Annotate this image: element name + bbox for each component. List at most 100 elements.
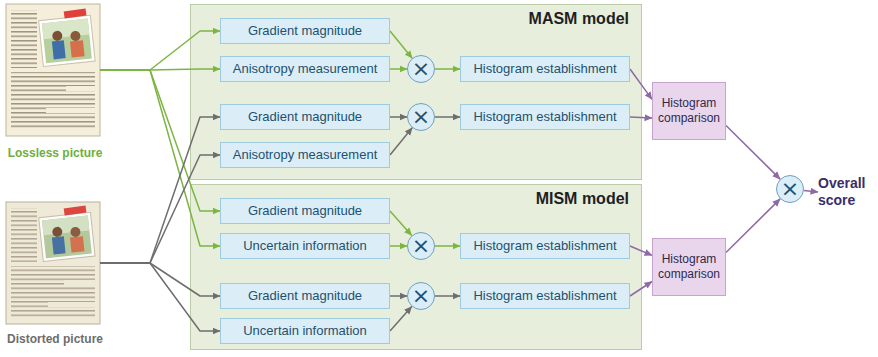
- picture-node: Lossless picture: [2, 4, 108, 162]
- node-text: Histogram establishment: [473, 62, 616, 77]
- photo: [39, 212, 95, 261]
- node-text: Gradient magnitude: [248, 204, 362, 219]
- process-box: Gradient magnitude: [220, 283, 390, 309]
- model-panel: MISM modelGradient magnitudeUncertain in…: [190, 184, 642, 350]
- node-text: ×: [781, 178, 799, 200]
- photo-frame: [39, 212, 95, 261]
- photo-head: [70, 226, 81, 237]
- connector: [630, 117, 652, 118]
- process-box: Histogram establishment: [460, 283, 630, 309]
- page-sheet: [6, 202, 100, 324]
- photo-body: [52, 236, 66, 254]
- comparison-box: Histogram comparison: [652, 82, 726, 140]
- multiply-circle: ×: [407, 232, 435, 260]
- connector: [390, 128, 412, 155]
- connector: [390, 68, 407, 70]
- connector: [726, 126, 780, 180]
- comparison-box: Histogram comparison: [652, 238, 726, 296]
- paragraph-gap: [46, 108, 95, 113]
- photo-head: [52, 226, 63, 237]
- process-box: Gradient magnitude: [220, 104, 390, 130]
- process-box: Histogram establishment: [460, 56, 630, 82]
- node-text: ×: [412, 106, 430, 128]
- process-box: Uncertain information: [220, 318, 390, 344]
- node-text: Histogram comparison: [656, 96, 722, 126]
- red-tag: [64, 8, 87, 18]
- process-box: Gradient magnitude: [220, 198, 390, 224]
- connector: [630, 282, 652, 297]
- connector: [100, 263, 220, 296]
- node-text: ×: [412, 235, 430, 257]
- process-box: Gradient magnitude: [220, 18, 390, 44]
- output-label: Overall score: [818, 171, 878, 213]
- connector: [804, 191, 818, 193]
- photo-ground: [42, 19, 92, 64]
- photo-ground: [42, 216, 92, 259]
- node-text: ×: [412, 58, 430, 80]
- paragraph-gap: [64, 280, 95, 285]
- paragraph-gap: [66, 86, 95, 91]
- photo-frame: [39, 15, 96, 66]
- node-text: Histogram establishment: [473, 289, 616, 304]
- node-text: Histogram establishment: [473, 239, 616, 254]
- connector: [630, 69, 652, 99]
- picture-node: Distorted picture: [2, 202, 108, 348]
- connector: [435, 68, 460, 70]
- node-text: Histogram comparison: [656, 252, 722, 282]
- node-text: Uncertain information: [243, 239, 367, 254]
- process-box: Uncertain information: [220, 233, 390, 259]
- multiply-circle: ×: [407, 282, 435, 310]
- photo-head: [52, 30, 63, 41]
- page-sheet: [6, 4, 100, 136]
- node-text: ×: [412, 285, 430, 307]
- multiply-circle: ×: [407, 55, 435, 83]
- photo-head: [70, 30, 81, 41]
- text-block: [11, 266, 95, 318]
- lossless-picture: [6, 4, 100, 136]
- node-text: Anisotropy measurement: [233, 148, 378, 163]
- connector: [630, 246, 652, 255]
- process-box: Anisotropy measurement: [220, 56, 390, 82]
- connector: [100, 31, 220, 70]
- photo-body: [70, 40, 85, 57]
- photo-sky: [42, 216, 89, 236]
- connector: [100, 155, 220, 263]
- node-text: Uncertain information: [243, 324, 367, 339]
- distorted-picture: [6, 202, 100, 324]
- connector: [435, 116, 460, 118]
- process-box: Histogram establishment: [460, 233, 630, 259]
- multiply-circle: ×: [776, 175, 804, 203]
- node-text: Gradient magnitude: [248, 110, 362, 125]
- connector: [390, 31, 412, 58]
- node-text: Overall score: [818, 175, 878, 209]
- connector: [100, 117, 220, 263]
- photo-sky: [42, 19, 89, 40]
- node-text: Histogram establishment: [473, 110, 616, 125]
- photo-body: [52, 40, 66, 59]
- node-text: Anisotropy measurement: [233, 62, 378, 77]
- paragraph-gap: [48, 302, 95, 307]
- photo-body: [70, 236, 84, 252]
- node-text: Gradient magnitude: [248, 24, 362, 39]
- connector: [390, 307, 412, 332]
- text-block: [11, 10, 37, 68]
- red-tag: [64, 205, 87, 215]
- process-box: Histogram establishment: [460, 104, 630, 130]
- connector: [435, 295, 460, 297]
- connector: [390, 116, 407, 118]
- connector: [100, 70, 220, 246]
- connector: [435, 245, 460, 247]
- picture-label: Distorted picture: [7, 332, 103, 346]
- connector: [390, 245, 407, 247]
- photo: [39, 15, 96, 66]
- picture-label: Lossless picture: [8, 146, 103, 160]
- connector: [100, 70, 220, 211]
- connector: [726, 199, 780, 253]
- connector: [390, 295, 407, 297]
- multiply-circle: ×: [407, 103, 435, 131]
- connector: [100, 263, 220, 331]
- model-panel: MASM modelGradient magnitudeAnisotropy m…: [190, 4, 642, 180]
- node-text: Gradient magnitude: [248, 289, 362, 304]
